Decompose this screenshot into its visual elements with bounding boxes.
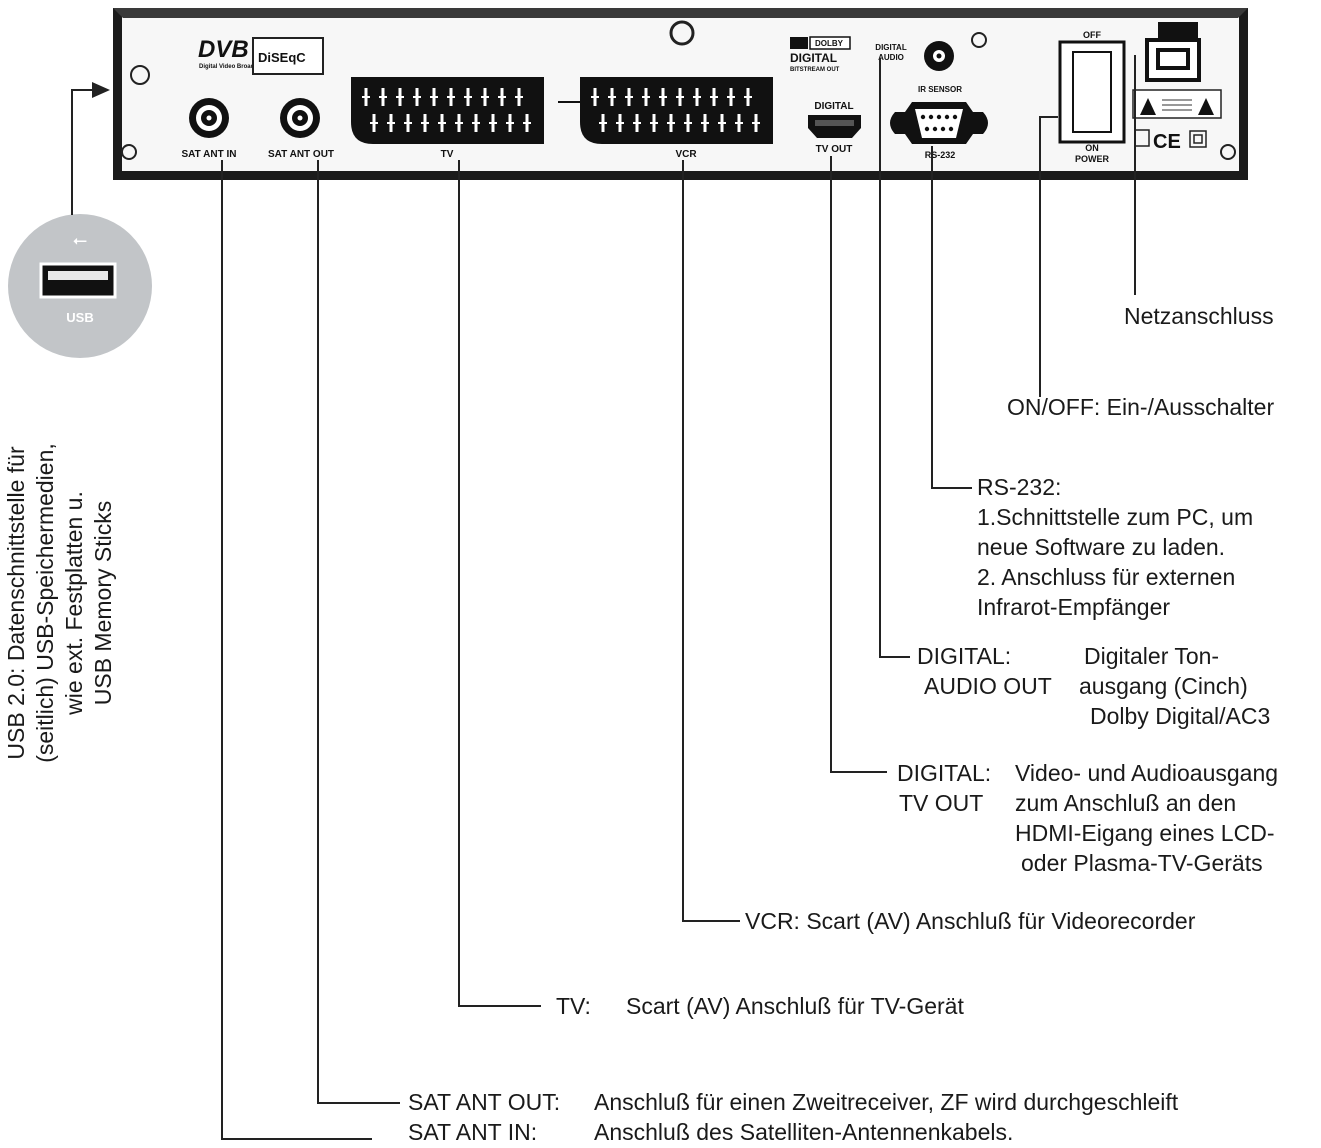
- rs232-connector: RS-232: [890, 102, 988, 160]
- vcr-port-label: VCR: [675, 149, 697, 160]
- usb-desc-line2: (seitlich) USB-Speichermedien,: [32, 443, 58, 763]
- tv-desc: Scart (AV) Anschluß für TV-Gerät: [626, 993, 964, 1019]
- svg-text:DOLBY: DOLBY: [815, 39, 844, 48]
- svg-text:DiSEqC: DiSEqC: [258, 50, 306, 65]
- usb-desc-line1: USB 2.0: Datenschnittstelle für: [3, 446, 29, 760]
- digital-audio-desc2: ausgang (Cinch): [1079, 673, 1248, 699]
- svg-text:CE: CE: [1153, 131, 1181, 153]
- svg-text:TV OUT: TV OUT: [816, 144, 853, 155]
- sat-out-term: SAT ANT OUT:: [408, 1089, 561, 1115]
- digital-audio-desc3: Dolby Digital/AC3: [1090, 703, 1271, 729]
- svg-text:AUDIO: AUDIO: [878, 53, 904, 62]
- arrow-head-usb: [92, 82, 110, 98]
- ce-mark: CE: [1134, 129, 1207, 153]
- usb-desc-line4: USB Memory Sticks: [90, 500, 116, 706]
- warning-label: [1132, 89, 1222, 119]
- hdmi-connector: DIGITAL TV OUT: [808, 101, 861, 155]
- leader-tv: [458, 160, 541, 1007]
- digital-audio-term1: DIGITAL:: [917, 643, 1012, 669]
- tv-port-label: TV: [441, 149, 454, 160]
- svg-text:POWER: POWER: [1075, 154, 1110, 164]
- onoff-label: ON/OFF: Ein-/Ausschalter: [1007, 394, 1275, 420]
- sat-ant-out-connector: SAT ANT OUT: [268, 98, 334, 160]
- screw-hole: [1220, 144, 1236, 160]
- netz-label: Netzanschluss: [1124, 303, 1274, 329]
- usb-description: USB 2.0: Datenschnittstelle für (seitlic…: [2, 323, 118, 883]
- sat-ant-out-port-label: SAT ANT OUT: [268, 149, 334, 160]
- svg-text:BITSTREAM OUT: BITSTREAM OUT: [790, 67, 840, 73]
- usb-port-icon: ⭠ USB: [8, 214, 152, 358]
- power-cable-socket: [1145, 22, 1201, 82]
- svg-text:RS-232: RS-232: [925, 150, 956, 160]
- sat-out-desc: Anschluß für einen Zweitreceiver, ZF wir…: [594, 1089, 1179, 1115]
- scart-tv-connector: TV: [351, 77, 544, 160]
- leader-usb: [71, 89, 95, 215]
- tv-term: TV:: [556, 993, 591, 1019]
- svg-text:DIGITAL: DIGITAL: [790, 51, 837, 65]
- usb-icon-label: USB: [66, 310, 93, 325]
- leader-digital-audio: [879, 58, 910, 658]
- digital-tv-desc4: oder Plasma-TV-Geräts: [1021, 850, 1263, 876]
- svg-text:DIGITAL: DIGITAL: [814, 101, 853, 112]
- dolby-digital-logo: DOLBY DIGITAL BITSTREAM OUT: [790, 36, 851, 73]
- dvb-logo: DVB Digital Video Broadcasting: [198, 36, 276, 70]
- svg-text:Digital Video Broadcasting: Digital Video Broadcasting: [199, 64, 276, 70]
- leader-onoff: [1039, 116, 1058, 397]
- svg-text:IR SENSOR: IR SENSOR: [918, 85, 962, 94]
- digital-audio-term2: AUDIO OUT: [924, 673, 1052, 699]
- leader-vcr: [682, 160, 740, 922]
- digital-tv-desc3: HDMI-Eigang eines LCD-: [1015, 820, 1275, 846]
- power-switch: OFF ON POWER: [1058, 30, 1126, 164]
- digital-tv-desc2: zum Anschluß an den: [1015, 790, 1237, 816]
- svg-text:DVB: DVB: [198, 36, 249, 63]
- sat-ant-in-port-label: SAT ANT IN: [182, 149, 237, 160]
- sat-in-term: SAT ANT IN:: [408, 1119, 538, 1145]
- leader-lines: [71, 55, 1136, 1140]
- svg-text:ON: ON: [1085, 143, 1099, 153]
- scart-pins: [362, 88, 531, 132]
- leader-sat-out: [317, 160, 400, 1104]
- rs232-line4: Infrarot-Empfänger: [977, 594, 1171, 620]
- leader-digital-tv: [830, 156, 887, 773]
- rs232-line2: neue Software zu laden.: [977, 534, 1226, 560]
- screw-hole: [971, 32, 987, 48]
- sat-in-desc: Anschluß des Satelliten-Antennenkabels.: [594, 1119, 1014, 1145]
- leader-rs232: [931, 146, 972, 489]
- screw-hole: [130, 65, 150, 85]
- usb-symbol-icon: ⭠: [73, 230, 87, 251]
- svg-text:OFF: OFF: [1083, 30, 1101, 40]
- digital-tv-term1: DIGITAL:: [897, 760, 992, 786]
- screw-hole: [121, 144, 137, 160]
- rs232-title: RS-232:: [977, 474, 1062, 500]
- digital-tv-desc1: Video- und Audioausgang: [1015, 760, 1279, 786]
- rs232-line1: 1.Schnittstelle zum PC, um: [977, 504, 1254, 530]
- usb-desc-line3: wie ext. Festplatten u.: [61, 491, 87, 715]
- leader-sat-in: [221, 160, 372, 1140]
- scart-vcr-connector: VCR: [580, 77, 773, 160]
- vcr-label: VCR: Scart (AV) Anschluß für Videorecord…: [745, 908, 1196, 934]
- sat-ant-in-connector: SAT ANT IN: [182, 98, 237, 160]
- digital-audio-connector: DIGITAL AUDIO IR SENSOR: [875, 41, 962, 94]
- screw-hole: [669, 20, 695, 46]
- svg-text:DIGITAL: DIGITAL: [875, 43, 907, 52]
- digital-tv-term2: TV OUT: [899, 790, 984, 816]
- scart-pins: [591, 88, 760, 132]
- digital-audio-desc1: Digitaler Ton-: [1084, 643, 1220, 669]
- rs232-line3: 2. Anschluss für externen: [977, 564, 1236, 590]
- diseqc-logo: DiSEqC: [252, 37, 324, 75]
